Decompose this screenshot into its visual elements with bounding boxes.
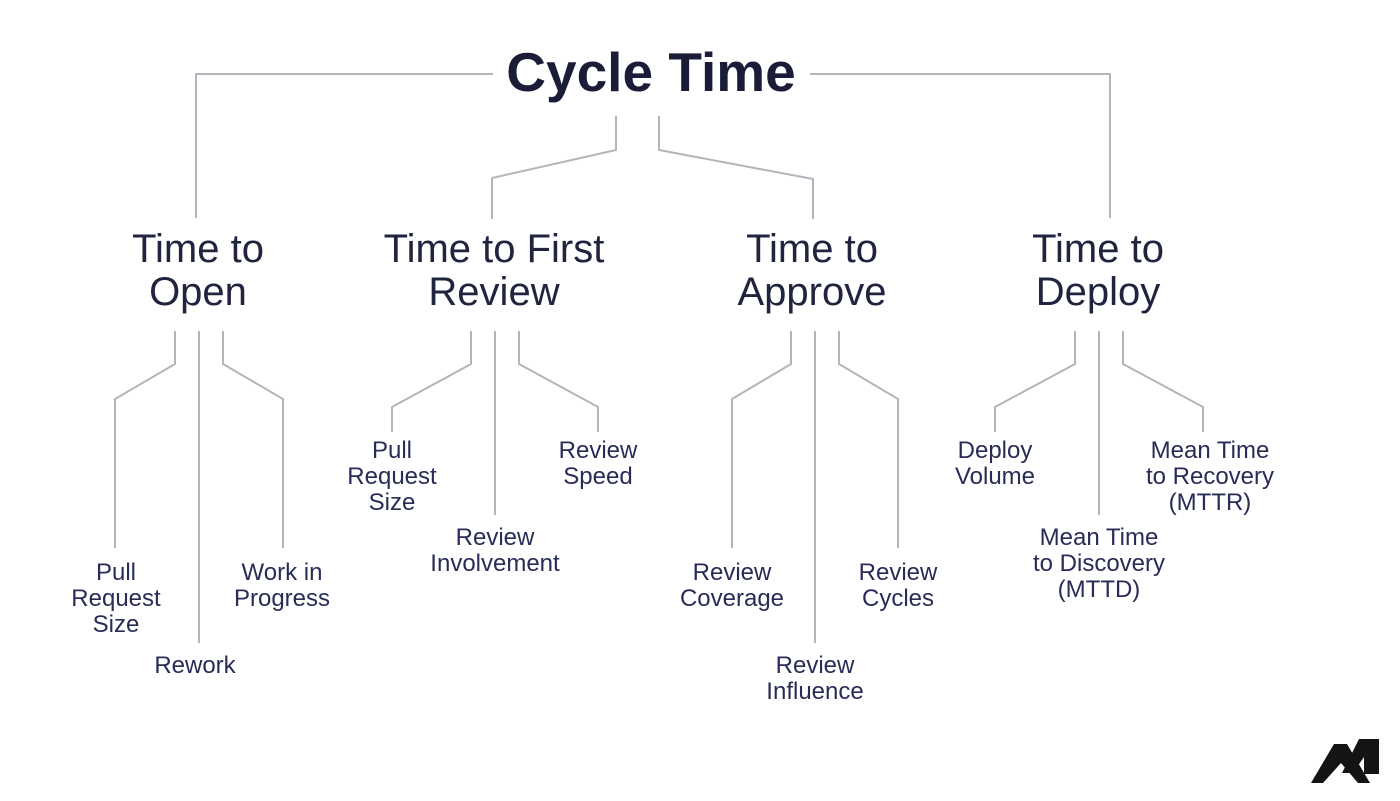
leaf-node-review-involvement: Review Involvement [430,524,560,577]
connector-deploy-right [1122,331,1204,432]
leaf-node-deploy-volume: Deploy Volume [954,437,1036,490]
branch-node-time-to-deploy: Time to Deploy [1032,227,1164,314]
leaf-node-mean-time-to-discovery: Mean Time to Discovery (MTTD) [1032,524,1166,603]
leaf-node-review-cycles: Review Cycles [858,559,938,612]
leaf-node-pull-request-size-review: Pull Request Size [347,437,437,516]
connector-approve-left [731,331,792,548]
leaf-node-work-in-progress: Work in Progress [233,559,331,612]
connector-title-to-open [195,73,493,218]
leaf-node-pull-request-size-open: Pull Request Size [71,559,161,638]
connector-open-left [114,331,176,548]
leaf-node-review-influence: Review Influence [766,652,864,705]
connector-first-review-left [391,331,472,432]
leaf-node-review-speed: Review Speed [558,437,638,490]
leaf-node-review-coverage: Review Coverage [679,559,785,612]
connector-title-to-first-review [491,116,617,219]
connector-deploy-left [994,331,1076,432]
branch-node-time-to-open: Time to Open [132,227,264,314]
connector-title-to-deploy [810,73,1111,218]
minware-mountain-m-logo-icon [1311,739,1379,783]
connector-open-right [222,331,284,548]
connector-approve-right [838,331,899,548]
leaf-node-rework: Rework [154,652,236,679]
branch-node-time-to-approve: Time to Approve [737,227,887,314]
connector-first-review-right [518,331,599,432]
leaf-node-mean-time-to-recovery: Mean Time to Recovery (MTTR) [1145,437,1275,516]
connector-title-to-approve [658,116,814,219]
branch-node-time-to-first-review: Time to First Review [383,227,605,314]
diagram-title: Cycle Time [506,41,796,103]
